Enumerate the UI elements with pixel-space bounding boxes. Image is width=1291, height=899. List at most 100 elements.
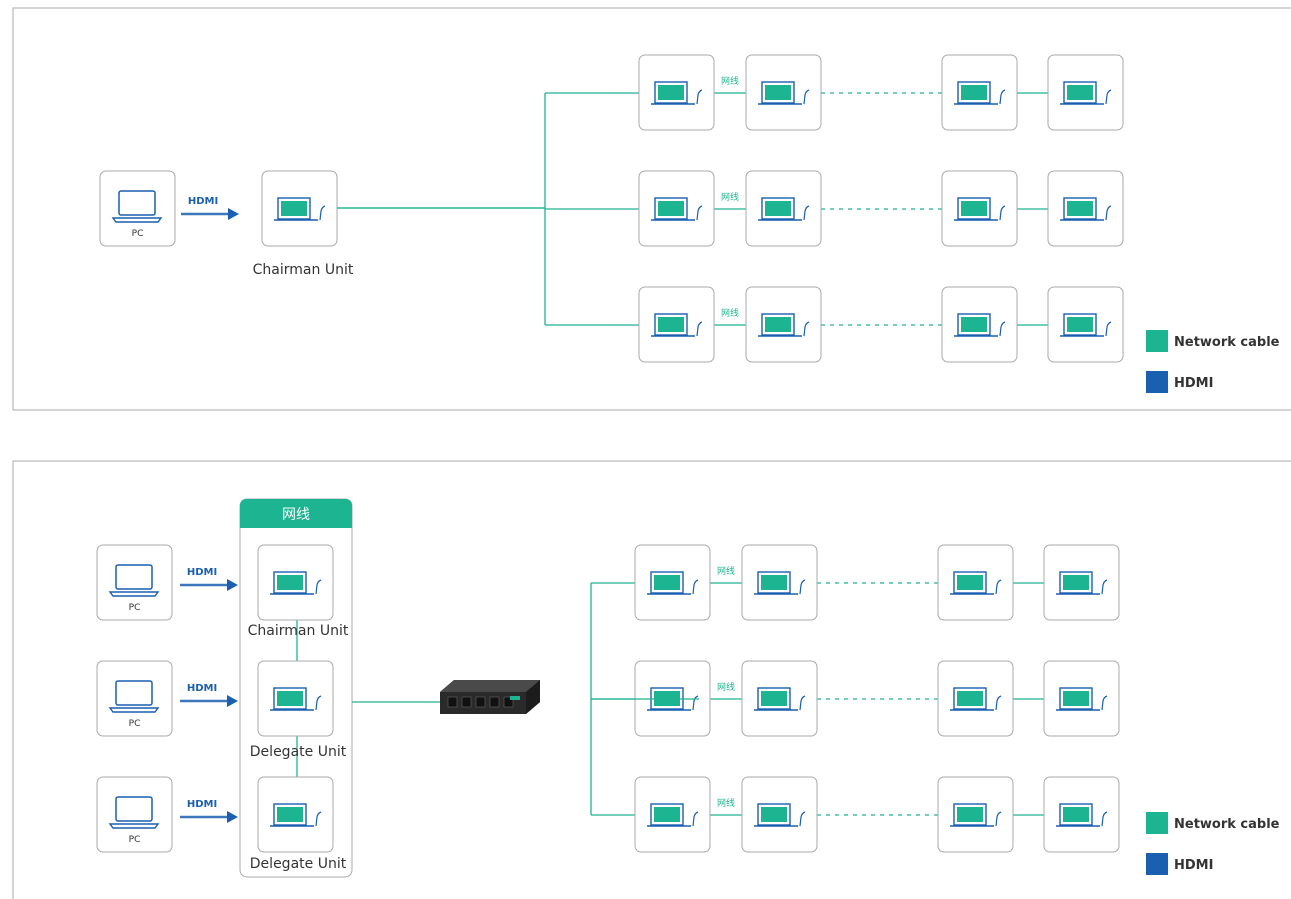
conference-unit-icon: [954, 197, 1006, 221]
unit-antenna: [319, 205, 326, 221]
delegate-unit-r2-c2: [745, 170, 822, 247]
hdmi-label: HDMI: [187, 567, 217, 578]
delegate-unit-r1-c4: [1043, 544, 1120, 621]
unit-screen: [277, 691, 303, 706]
pc-box-1: PC: [99, 170, 176, 247]
network-cable-label: 网线: [717, 681, 735, 693]
delegate-unit-b: [257, 776, 334, 853]
conference-unit-icon: [1060, 81, 1112, 105]
hdmi-label: HDMI: [187, 683, 217, 694]
hdmi-arrow-4: HDMI: [180, 799, 238, 823]
delegate-unit-r3-c3: [941, 286, 1018, 363]
unit-screen: [957, 575, 983, 590]
unit-screen: [1067, 317, 1093, 332]
hdmi-arrow-1: HDMI: [181, 196, 239, 220]
conference-unit-icon: [754, 571, 806, 595]
switch-port: [489, 696, 500, 708]
delegate-unit-r1-c4: [1047, 54, 1124, 131]
unit-group-header-label: 网线: [282, 507, 310, 523]
unit-screen: [658, 201, 684, 216]
conference-unit-icon: [651, 81, 703, 105]
hdmi-arrow-head: [227, 811, 238, 823]
switch-port: [503, 696, 514, 708]
unit-antenna: [315, 811, 322, 827]
unit-screen: [761, 807, 787, 822]
pc-box-2: PC: [96, 544, 173, 621]
delegate-unit-r1-c2: [741, 544, 818, 621]
unit-antenna: [803, 89, 810, 105]
conference-unit-icon: [754, 687, 806, 711]
laptop-base: [108, 707, 160, 713]
pc-label: PC: [129, 603, 141, 613]
delegate-unit-r1-c3: [941, 54, 1018, 131]
pc-label: PC: [129, 835, 141, 845]
conference-unit-icon: [647, 571, 699, 595]
unit-screen: [961, 317, 987, 332]
unit-screen: [765, 201, 791, 216]
conference-unit-icon: [270, 803, 322, 827]
unit-antenna: [1101, 579, 1108, 595]
unit-antenna: [692, 695, 699, 711]
delegate-unit-label-2: Delegate Unit: [250, 856, 347, 872]
conference-unit-icon: [1060, 197, 1112, 221]
unit-antenna: [1101, 695, 1108, 711]
unit-antenna: [803, 321, 810, 337]
conference-unit-icon: [754, 803, 806, 827]
conference-unit-icon: [651, 197, 703, 221]
laptop-screen: [115, 796, 153, 822]
network-switch-icon: [440, 680, 540, 714]
conference-unit-icon: [274, 197, 326, 221]
delegate-unit-r2-c4: [1043, 660, 1120, 737]
unit-screen: [957, 691, 983, 706]
unit-antenna: [315, 695, 322, 711]
legend-2-hdmi-swatch: [1146, 853, 1168, 875]
unit-screen: [1067, 85, 1093, 100]
unit-antenna: [999, 205, 1006, 221]
hdmi-arrow-3: HDMI: [180, 683, 238, 707]
delegate-unit-r3-c1: [634, 776, 711, 853]
unit-antenna: [999, 89, 1006, 105]
unit-screen: [1067, 201, 1093, 216]
switch-side: [526, 680, 540, 714]
legend-1-hdmi-swatch: [1146, 371, 1168, 393]
unit-screen: [765, 85, 791, 100]
unit-screen: [761, 691, 787, 706]
unit-screen: [957, 807, 983, 822]
unit-antenna: [799, 811, 806, 827]
unit-screen: [277, 575, 303, 590]
laptop-base: [111, 217, 163, 223]
legend-1-hdmi-label: HDMI: [1174, 376, 1213, 391]
conference-unit-icon: [1060, 313, 1112, 337]
legend-1-network-label: Network cable: [1174, 335, 1280, 350]
unit-antenna: [1105, 89, 1112, 105]
laptop-icon: [108, 796, 160, 829]
unit-screen: [961, 201, 987, 216]
unit-antenna: [1101, 811, 1108, 827]
unit-screen: [281, 201, 307, 216]
network-cable-label: 网线: [721, 75, 739, 87]
network-cable-label: 网线: [721, 307, 739, 319]
conference-unit-icon: [758, 81, 810, 105]
unit-antenna: [315, 579, 322, 595]
conference-unit-icon: [1056, 687, 1108, 711]
unit-antenna: [799, 579, 806, 595]
switch-led: [510, 696, 520, 700]
conference-unit-icon: [647, 803, 699, 827]
unit-screen: [1063, 807, 1089, 822]
laptop-screen: [115, 564, 153, 590]
unit-group-header: [240, 499, 352, 528]
unit-antenna: [995, 811, 1002, 827]
network-cable-label: 网线: [717, 797, 735, 809]
pc-box-3: PC: [96, 660, 173, 737]
delegate-unit-label-1: Delegate Unit: [250, 744, 347, 760]
legend-2-network-label: Network cable: [1174, 817, 1280, 832]
unit-screen: [765, 317, 791, 332]
hdmi-label: HDMI: [188, 196, 218, 207]
unit-antenna: [692, 811, 699, 827]
conference-unit-icon: [758, 313, 810, 337]
unit-antenna: [799, 695, 806, 711]
unit-antenna: [1105, 205, 1112, 221]
delegate-unit-r1-c1: [634, 544, 711, 621]
delegate-unit-r3-c1: [638, 286, 715, 363]
